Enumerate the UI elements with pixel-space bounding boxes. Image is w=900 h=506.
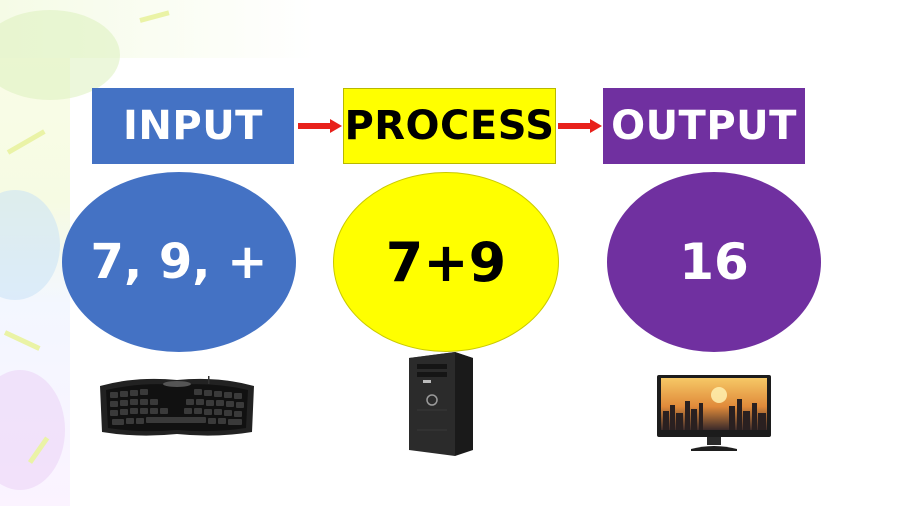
process-value-ellipse: 7+9	[333, 172, 559, 352]
process-label: PROCESS	[344, 103, 555, 149]
background-decoration-top	[0, 0, 900, 58]
background-bubble	[0, 10, 120, 100]
arrow-input-to-process	[298, 119, 342, 133]
process-value: 7+9	[385, 230, 507, 294]
input-value: 7, 9, +	[90, 234, 268, 290]
output-label-box: OUTPUT	[603, 88, 805, 164]
output-label: OUTPUT	[611, 103, 797, 149]
input-label: INPUT	[123, 103, 263, 149]
output-value: 16	[679, 233, 749, 291]
input-value-ellipse: 7, 9, +	[62, 172, 296, 352]
monitor-icon	[657, 375, 771, 451]
process-label-box: PROCESS	[343, 88, 556, 164]
input-label-box: INPUT	[92, 88, 294, 164]
computer-tower-icon	[409, 352, 473, 456]
arrow-process-to-output	[558, 119, 602, 133]
keyboard-icon	[100, 376, 254, 436]
output-value-ellipse: 16	[607, 172, 821, 352]
